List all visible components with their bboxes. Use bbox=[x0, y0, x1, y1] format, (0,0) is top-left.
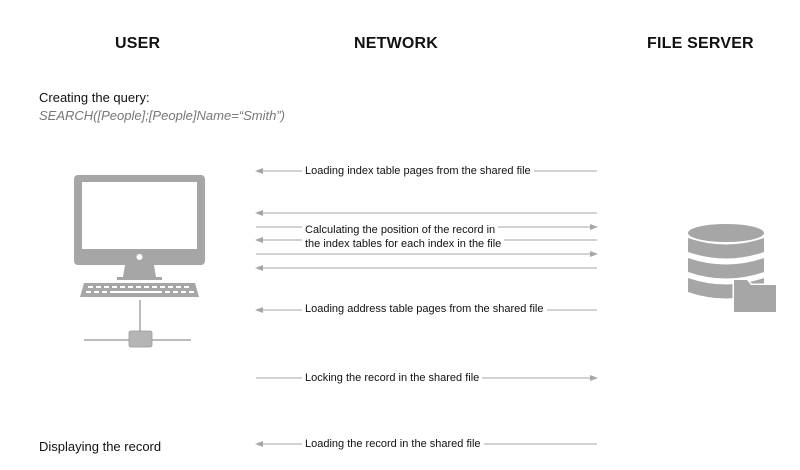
message-calc-line1: Calculating the position of the record i… bbox=[302, 223, 499, 237]
display-record-label: Displaying the record bbox=[39, 439, 162, 454]
column-header-user: USER bbox=[115, 35, 161, 52]
query-label: Creating the query: bbox=[39, 90, 150, 105]
column-header-network: NETWORK bbox=[354, 35, 439, 52]
computer-icon bbox=[74, 175, 205, 297]
network-connector-icon bbox=[84, 300, 191, 348]
message-lock-record: Locking the record in the shared file bbox=[302, 371, 483, 385]
column-header-file-server: FILE SERVER bbox=[647, 35, 754, 52]
message-load-index: Loading index table pages from the share… bbox=[302, 164, 534, 178]
message-calc-line2: the index tables for each index in the f… bbox=[302, 237, 505, 251]
query-code: SEARCH([People];[People]Name=“Smith”) bbox=[39, 108, 286, 123]
message-load-address: Loading address table pages from the sha… bbox=[302, 302, 547, 316]
database-folder-icon bbox=[688, 224, 778, 314]
message-load-record: Loading the record in the shared file bbox=[302, 437, 484, 451]
